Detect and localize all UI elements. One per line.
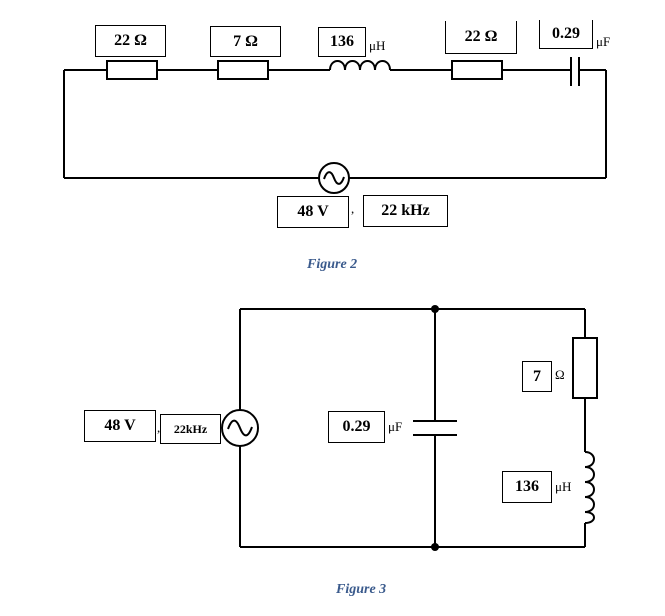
fig2-source-voltage-label: 48 V bbox=[277, 196, 349, 228]
fig3-separator: , bbox=[157, 420, 161, 435]
fig2-inductor-unit: μH bbox=[369, 38, 386, 53]
figure2-caption: Figure 2 bbox=[307, 257, 358, 272]
figure2-circuit bbox=[63, 57, 607, 194]
fig2-capacitor-value-label: 0.29 bbox=[539, 20, 593, 49]
fig3-inductor-unit: μH bbox=[555, 479, 572, 494]
fig2-source-frequency-label: 22 kHz bbox=[363, 195, 448, 227]
fig3-junction-dot bbox=[431, 543, 439, 551]
fig3-capacitor-unit: μF bbox=[388, 419, 403, 434]
fig2-resistor-3 bbox=[451, 60, 503, 80]
fig3-source-frequency-label: 22kHz bbox=[160, 414, 221, 444]
fig2-ac-source-wave bbox=[323, 171, 345, 185]
fig3-junction-dot bbox=[431, 305, 439, 313]
fig2-resistor-3-label: 22 Ω bbox=[445, 21, 517, 54]
figure3-circuit bbox=[221, 308, 598, 548]
fig3-resistor bbox=[572, 337, 598, 399]
fig3-resistor-value-label: 7 bbox=[522, 361, 552, 392]
fig2-resistor-2-label: 7 Ω bbox=[210, 26, 281, 57]
fig2-inductor-value-label: 136 bbox=[318, 27, 366, 57]
fig2-resistor-1 bbox=[106, 60, 158, 80]
fig3-ac-source bbox=[221, 409, 259, 447]
fig3-inductor bbox=[584, 451, 595, 524]
fig2-resistor-2 bbox=[217, 60, 269, 80]
fig3-capacitor-value-label: 0.29 bbox=[328, 411, 385, 443]
figure3-caption: Figure 3 bbox=[336, 582, 387, 597]
fig3-source-voltage-label: 48 V bbox=[84, 410, 156, 442]
fig2-inductor bbox=[329, 60, 391, 71]
fig2-ac-source bbox=[318, 162, 350, 194]
fig3-inductor-value-label: 136 bbox=[502, 471, 552, 503]
fig2-resistor-1-label: 22 Ω bbox=[95, 25, 166, 57]
fig3-resistor-unit: Ω bbox=[555, 367, 565, 382]
fig2-capacitor-unit: μF bbox=[596, 34, 611, 49]
fig3-ac-source-wave bbox=[227, 419, 253, 437]
fig2-separator: , bbox=[351, 201, 355, 216]
